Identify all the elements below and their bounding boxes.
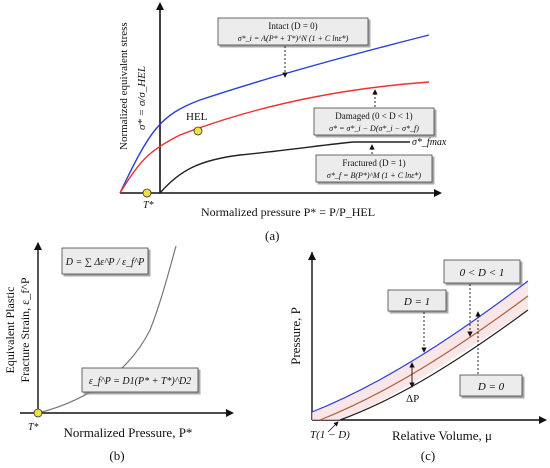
panel-a-sigma-fmax-label: σ*_fmax [412,137,447,148]
panel-b-ylabel2: Fracture Strain, ε_f^P [18,277,32,382]
panel-b-y-arrow-icon [34,242,42,250]
panel-a-origin-marker [142,188,152,198]
panel-a-fractured-curve [159,141,410,194]
panel-c-box-d0: D = 0 [459,374,523,397]
panel-c-box-d1-text: D = 1 [403,296,430,308]
panel-c: 0 < D < 1 D = 1 D = 0 ΔP T(1 − D) Pressu… [288,252,547,463]
panel-b-formula-top: D = ∑ Δε^P / ε_f^P [65,257,144,268]
panel-b-formula-top-box: D = ∑ Δε^P / ε_f^P [61,247,149,275]
panel-b-caption: (b) [109,448,124,463]
panel-b-xlabel: Normalized Pressure, P* [64,425,193,440]
panel-c-x-arrow-icon [539,416,547,424]
panel-a-xlabel: Normalized pressure P* = P/P_HEL [201,205,375,219]
panel-a-caption: (a) [265,228,279,243]
panel-c-origin-pointer [327,421,339,433]
panel-a-y-arrow-icon [156,2,164,10]
panel-a-damaged-box: Damaged (0 < D < 1) σ* = σ*_i − D(σ*_i −… [313,107,435,136]
panel-b: T* Equivalent Plastic Fracture Strain, ε… [3,242,234,463]
panel-a-damaged-curve [119,81,430,194]
panel-c-caption: (c) [421,448,435,463]
panel-a-x-arrow-icon [434,189,442,197]
panel-a-fractured-formula: σ*_f = B(P*)^M (1 + C lnε̇*) [327,171,421,180]
panel-a-fractured-title: Fractured (D = 1) [342,158,405,168]
panel-b-ylabel1: Equivalent Plastic [3,287,17,374]
panel-b-origin-label: T* [28,422,39,433]
panel-c-y-arrow-icon [308,252,316,260]
panel-b-formula-bottom-box: ε_f^P = D1(P* + T*)^D2 [81,367,199,393]
panel-c-origin-label: T(1 − D) [310,429,350,441]
panel-b-formula-bottom: ε_f^P = D1(P* + T*)^D2 [89,376,191,387]
panel-c-box-mid: 0 < D < 1 [443,259,521,284]
panel-c-intact-curve [311,280,529,413]
panel-c-box-mid-text: 0 < D < 1 [460,267,505,279]
panel-c-mid-curve [319,295,529,421]
panel-c-ylabel: Pressure, P [288,307,303,365]
panel-a-origin-label: T* [143,200,154,211]
panel-c-box-d1: D = 1 [387,289,447,312]
panel-a-intact-title: Intact (D = 0) [268,21,317,31]
panel-c-d1-curve [339,309,529,421]
panel-c-shaded-region [312,281,528,420]
panel-c-xlabel: Relative Volume, μ [392,428,492,443]
panel-a-damaged-formula: σ* = σ*_i − D(σ*_i − σ*_f) [329,124,419,133]
panel-a-ylabel2: σ* = σ/σ_HEL [136,66,148,130]
panel-b-strain-curve [37,245,177,414]
panel-b-x-arrow-icon [226,409,234,417]
panel-a-intact-formula: σ*_i = A(P* + T*)^N (1 + C lnε̇*) [238,34,349,43]
panel-a-ylabel: Normalized equivalent stress [118,22,130,150]
panel-a-hel-label: HEL [186,111,208,123]
panel-a-fractured-box: Fractured (D = 1) σ*_f = B(P*)^M (1 + C … [315,154,433,183]
panel-c-delta-p-label: ΔP [406,393,419,405]
panel-c-box-d0-text: D = 0 [477,381,505,393]
panel-a-damaged-title: Damaged (0 < D < 1) [335,111,412,121]
panel-b-origin-marker [33,408,43,418]
panel-a-intact-curve [119,34,430,194]
panel-a: HEL T* σ*_fmax Normalized equivalent str… [118,2,447,243]
panel-a-intact-box: Intact (D = 0) σ*_i = A(P* + T*)^N (1 + … [217,17,369,46]
panel-a-hel-marker [193,126,203,136]
